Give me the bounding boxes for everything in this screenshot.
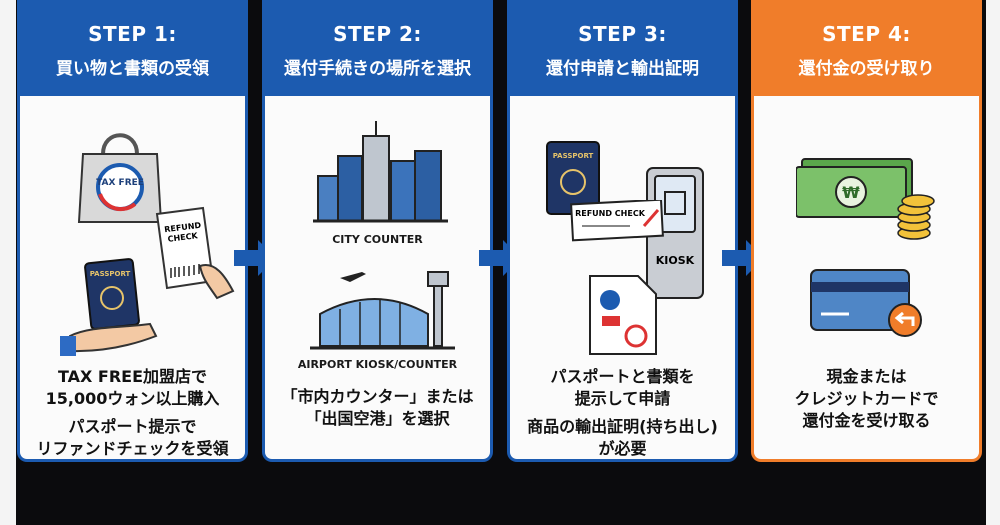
credit-card-refund-icon <box>810 269 922 337</box>
step-3-description: パスポートと書類を 提示して申請 商品の輸出証明(持ち出し) が必要 <box>510 366 735 459</box>
refund-check-receipt-icon: REFUND CHECK <box>155 206 235 300</box>
step-4-panel: STEP 4: 還付金の受け取り ₩ 現金または クレジットカードで 還付金を受… <box>751 0 982 462</box>
step-title: 還付金の受け取り <box>798 59 935 79</box>
export-certificate-stamp-icon <box>589 275 657 355</box>
step-title: 還付手続きの場所を選択 <box>284 59 471 79</box>
step-2-illustration: CITY COUNTER AIRPORT KIOSK/COUNTER <box>265 96 490 371</box>
refund-check-document-icon: REFUND CHECK <box>570 200 664 242</box>
step-3-panel: STEP 3: 還付申請と輸出証明 PASSPORT KIOSK REFUND … <box>507 0 738 462</box>
airport-kiosk-counter-label: AIRPORT KIOSK/COUNTER <box>297 358 458 371</box>
kiosk-text: KIOSK <box>656 254 695 267</box>
refund-check-text: REFUND CHECK <box>575 209 646 218</box>
description-line: 現金または クレジットカードで 還付金を受け取る <box>794 367 939 430</box>
step-1-illustration: TAX FREE REFUND CHECK PASSPORT <box>20 96 245 366</box>
passport-text: PASSPORT <box>553 152 594 160</box>
left-margin <box>0 0 16 525</box>
svg-text:PASSPORT: PASSPORT <box>90 270 131 278</box>
city-counter-label: CITY COUNTER <box>332 233 423 246</box>
step-2-panel: STEP 2: 還付手続きの場所を選択 CITY COUNTER AIRPORT… <box>262 0 493 462</box>
description-line: 商品の輸出証明(持ち出し) が必要 <box>527 417 718 458</box>
step-1-header: STEP 1: 買い物と書類の受領 <box>20 0 245 96</box>
tax-free-text: TAX FREE <box>96 178 144 188</box>
step-2-description: 「市内カウンター」または 「出国空港」を選択 <box>265 386 490 430</box>
step-4-illustration: ₩ <box>754 96 979 366</box>
step-number: STEP 3: <box>578 22 667 46</box>
step-title: 買い物と書類の受領 <box>56 59 209 79</box>
kiosk-icon: KIOSK <box>646 167 704 299</box>
description-line: TAX FREE加盟店で 15,000ウォン以上購入 <box>45 367 220 408</box>
step-3-header: STEP 3: 還付申請と輸出証明 <box>510 0 735 96</box>
step-4-header: STEP 4: 還付金の受け取り <box>754 0 979 96</box>
description-line: パスポート提示で リファンドチェックを受領 <box>36 417 229 458</box>
description-line: パスポートと書類を 提示して申請 <box>550 367 695 408</box>
step-4-description: 現金または クレジットカードで 還付金を受け取る <box>754 366 979 432</box>
step-number: STEP 4: <box>822 22 911 46</box>
step-number: STEP 2: <box>333 22 422 46</box>
step-title: 還付申請と輸出証明 <box>546 59 699 79</box>
step-1-panel: STEP 1: 買い物と書類の受領 TAX FREE REFUND CHECK … <box>17 0 248 462</box>
step-3-illustration: PASSPORT KIOSK REFUND CHECK <box>510 96 735 366</box>
description-line: 「市内カウンター」または 「出国空港」を選択 <box>281 387 474 428</box>
step-2-header: STEP 2: 還付手続きの場所を選択 <box>265 0 490 96</box>
step-1-description: TAX FREE加盟店で 15,000ウォン以上購入 パスポート提示で リファン… <box>20 366 245 459</box>
svg-text:CHECK: CHECK <box>167 231 199 244</box>
cash-and-coins-icon: ₩ <box>796 158 935 240</box>
right-margin <box>986 0 1000 525</box>
airport-terminal-icon <box>310 271 455 350</box>
svg-text:₩: ₩ <box>842 183 860 202</box>
step-number: STEP 1: <box>88 22 177 46</box>
city-buildings-icon <box>313 121 448 223</box>
passport-in-hand-icon: PASSPORT <box>60 258 158 356</box>
shopping-bag-icon: TAX FREE <box>77 133 163 223</box>
